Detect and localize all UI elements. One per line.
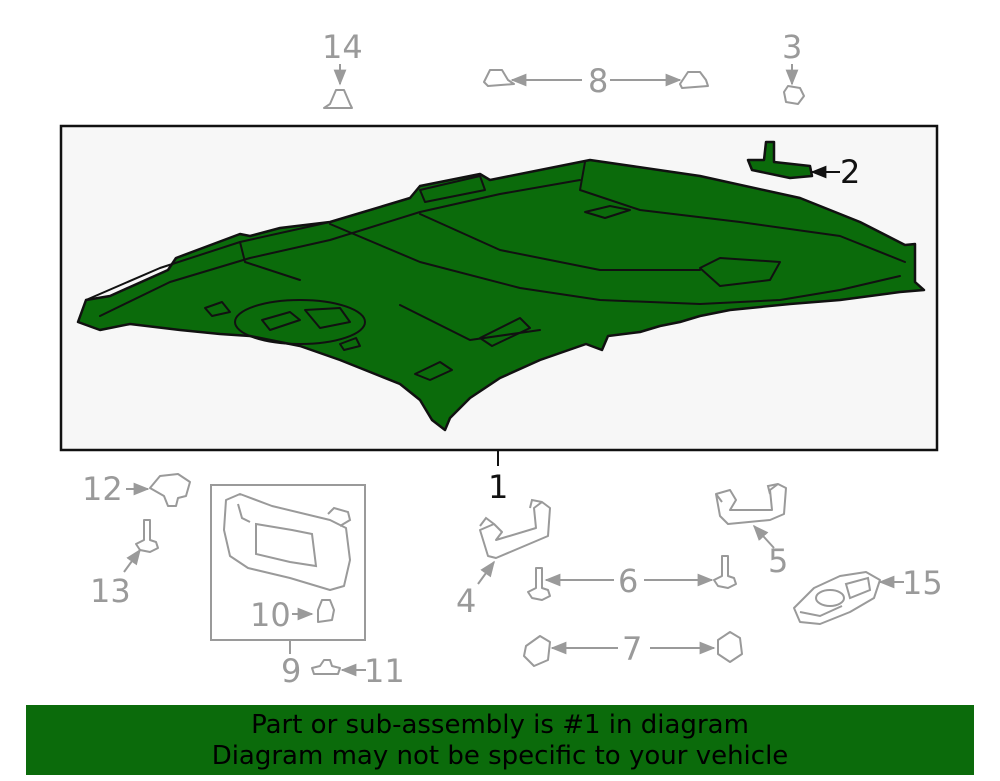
callout-7: 7 xyxy=(622,630,642,668)
callout-13: 13 xyxy=(90,572,131,610)
callout-4: 4 xyxy=(456,582,476,620)
callout-9: 9 xyxy=(281,652,301,690)
headliner-panel[interactable] xyxy=(76,158,926,432)
cap-part-3[interactable] xyxy=(783,85,805,105)
callout-5: 5 xyxy=(768,542,788,580)
callout-10: 10 xyxy=(250,596,291,634)
cap-part-7-right[interactable] xyxy=(717,631,743,663)
callout-11: 11 xyxy=(364,652,405,690)
notice-line-1: Part or sub-assembly is #1 in diagram xyxy=(251,710,749,740)
clip-part-11[interactable] xyxy=(311,659,341,675)
grab-handle-part-4[interactable] xyxy=(479,501,551,559)
clip-part-8-right[interactable] xyxy=(679,71,709,89)
callout-3: 3 xyxy=(782,28,802,66)
sun-visor[interactable] xyxy=(223,493,351,591)
cap-part-7-left[interactable] xyxy=(523,635,551,667)
bracket-part-2[interactable] xyxy=(746,140,814,180)
clip-part-12[interactable] xyxy=(149,473,191,507)
callout-2: 2 xyxy=(840,153,860,191)
screw-part-13[interactable] xyxy=(135,519,159,553)
callout-1: 1 xyxy=(488,468,508,506)
grab-handle-part-5[interactable] xyxy=(715,483,787,525)
notice-line-2: Diagram may not be specific to your vehi… xyxy=(211,741,789,771)
console-part-15[interactable] xyxy=(793,571,881,625)
callout-8: 8 xyxy=(588,62,608,100)
notice-banner: Part or sub-assembly is #1 in diagram Di… xyxy=(26,705,974,775)
clip-part-14[interactable] xyxy=(323,89,353,109)
screw-part-6-left[interactable] xyxy=(527,567,551,601)
callout-6: 6 xyxy=(618,562,638,600)
screw-part-6-right[interactable] xyxy=(713,555,737,589)
callout-12: 12 xyxy=(82,470,123,508)
callout-15: 15 xyxy=(902,564,943,602)
callout-14: 14 xyxy=(322,28,363,66)
clip-part-10[interactable] xyxy=(317,599,335,623)
clip-part-8-left[interactable] xyxy=(483,69,515,87)
